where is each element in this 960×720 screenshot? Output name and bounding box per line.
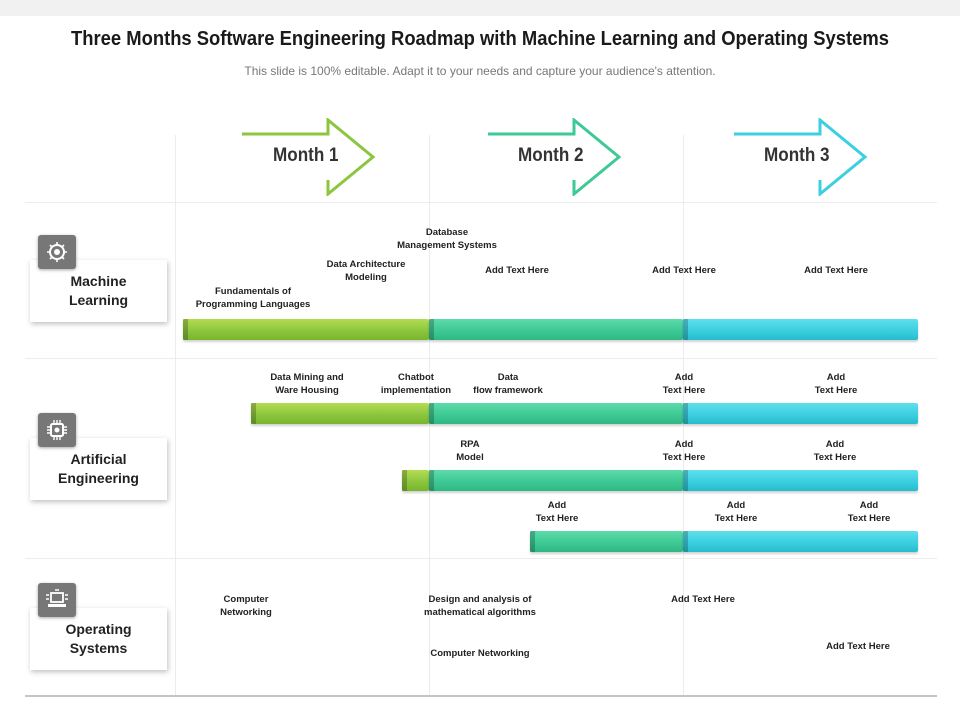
month-3-arrow-icon [734, 118, 868, 196]
milestone-label: Add Text Here [804, 265, 868, 276]
month-2-label: Month 2 [518, 145, 584, 166]
brain-gear-icon [38, 235, 76, 269]
milestone-label: Data Architecture Modeling [326, 259, 406, 283]
chip-icon [38, 413, 76, 447]
timeline-bar-month-3 [683, 403, 918, 424]
grid-line-horizontal [25, 358, 937, 359]
computer-tools-icon [38, 583, 76, 617]
milestone-label: Add Text Here [662, 439, 706, 463]
timeline-bar-month-1 [183, 319, 429, 340]
milestone-label: Add Text Here [535, 500, 579, 524]
milestone-label: RPA Model [456, 439, 484, 463]
milestone-label: Add Text Here [826, 641, 890, 652]
grid-line-vertical [175, 135, 176, 695]
milestone-label: Computer Networking [430, 648, 530, 659]
milestone-label: Add Text Here [714, 500, 758, 524]
milestone-label: Add Text Here [652, 265, 716, 276]
milestone-label: Add Text Here [814, 372, 858, 396]
page-subtitle: This slide is 100% editable. Adapt it to… [244, 64, 716, 78]
milestone-label: Database Management Systems [397, 227, 497, 251]
grid-line-horizontal [25, 202, 937, 203]
milestone-label: Fundamentals of Programming Languages [195, 286, 311, 310]
category-operating-systems: Operating Systems [30, 608, 167, 670]
month-1-arrow-icon [242, 118, 376, 196]
timeline-bar-month-3 [683, 319, 918, 340]
category-machine-learning: Machine Learning [30, 260, 167, 322]
milestone-label: Data Mining and Ware Housing [270, 372, 344, 396]
timeline-bar-month-3 [683, 531, 918, 552]
milestone-label: Add Text Here [662, 372, 706, 396]
milestone-label: Add Text Here [847, 500, 891, 524]
timeline-bar-month-1 [402, 470, 429, 491]
category-artificial-engineering: Artificial Engineering [30, 438, 167, 500]
milestone-label: Computer Networking [220, 594, 272, 618]
month-3-label: Month 3 [764, 145, 830, 166]
milestone-label: Data flow framework [473, 372, 543, 396]
timeline-bar-month-1 [251, 403, 429, 424]
timeline-bar-month-2 [429, 403, 683, 424]
milestone-label: Add Text Here [485, 265, 549, 276]
milestone-label: Add Text Here [671, 594, 735, 605]
bottom-rule [25, 695, 937, 697]
milestone-label: Add Text Here [813, 439, 857, 463]
month-2-arrow-icon [488, 118, 622, 196]
month-1-label: Month 1 [273, 145, 339, 166]
timeline-bar-month-2 [530, 531, 683, 552]
milestone-label: Chatbot implementation [380, 372, 452, 396]
grid-line-horizontal [25, 558, 937, 559]
top-strip [0, 0, 960, 16]
milestone-label: Design and analysis of mathematical algo… [424, 594, 536, 618]
timeline-bar-month-2 [429, 319, 683, 340]
timeline-bar-month-3 [683, 470, 918, 491]
page-title: Three Months Software Engineering Roadma… [71, 28, 889, 50]
timeline-bar-month-2 [429, 470, 683, 491]
